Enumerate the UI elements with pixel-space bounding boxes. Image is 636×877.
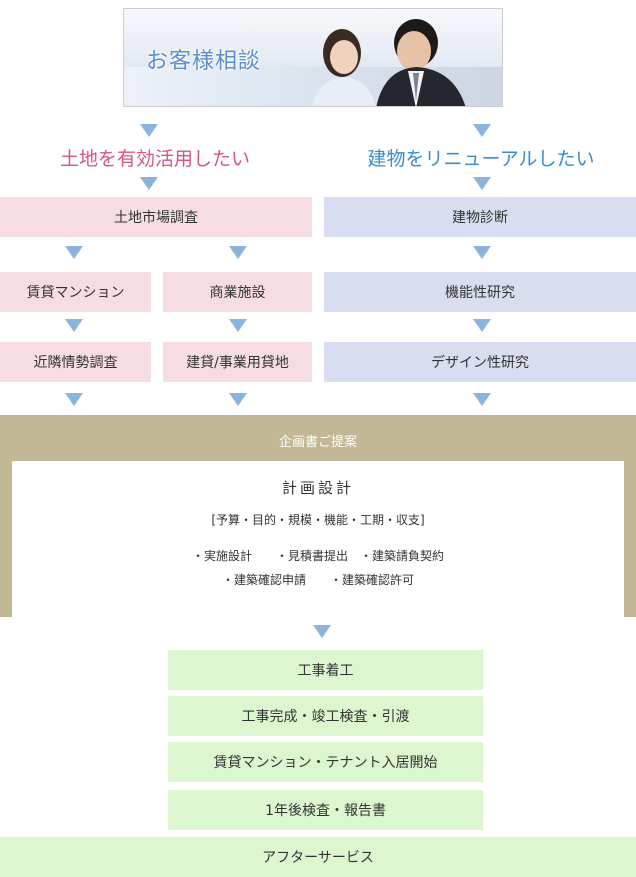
arrow-down-icon xyxy=(473,177,491,190)
arrow-down-icon xyxy=(229,246,247,259)
proposal-panel: 企画書ご提案 計画設計 [予算・目的・規模・機能・工期・収支] ・実施設計 ・見… xyxy=(0,415,636,618)
plan-design-subtitle: [予算・目的・規模・機能・工期・収支] xyxy=(211,513,425,527)
arrow-down-icon xyxy=(313,625,331,638)
plan-design-card: 計画設計 [予算・目的・規模・機能・工期・収支] ・実施設計 ・見積書提出 ・建… xyxy=(12,461,624,618)
arrow-down-icon xyxy=(140,124,158,137)
completion-inspection-box: 工事完成・竣工検査・引渡 xyxy=(168,696,483,736)
arrow-down-icon xyxy=(140,177,158,190)
plan-design-items-line1: ・実施設計 ・見積書提出 ・建築請負契約 xyxy=(191,549,444,563)
arrow-down-icon xyxy=(65,246,83,259)
renewal-heading: 建物をリニューアルしたい xyxy=(367,148,595,170)
construction-start-box: 工事着工 xyxy=(168,650,483,690)
proposal-label: 企画書ご提案 xyxy=(278,435,357,450)
arrow-down-icon xyxy=(473,124,491,137)
lease-land-box: 建貸/事業用貸地 xyxy=(163,342,312,382)
banner-background xyxy=(124,9,502,68)
after-service-box: アフターサービス xyxy=(0,837,636,877)
one-year-inspection-box: 1年後検査・報告書 xyxy=(168,790,483,830)
arrow-down-icon xyxy=(65,393,83,406)
rental-mansion-box: 賃貸マンション xyxy=(0,272,151,312)
arrow-down-icon xyxy=(229,393,247,406)
plan-design-title: 計画設計 xyxy=(281,479,354,497)
land-use-heading: 土地を有効活用したい xyxy=(59,148,250,170)
banner-title: お客様相談 xyxy=(146,49,262,74)
people-photo xyxy=(312,19,466,106)
arrow-down-icon xyxy=(473,246,491,259)
consultation-banner: お客様相談 xyxy=(123,8,503,107)
commercial-facility-box: 商業施設 xyxy=(163,272,312,312)
building-diagnosis-box: 建物診断 xyxy=(324,197,636,237)
arrow-down-icon xyxy=(229,319,247,332)
plan-design-items-line2: ・建築確認申請 ・建築確認許可 xyxy=(221,573,414,587)
arrow-down-icon xyxy=(473,393,491,406)
neighborhood-survey-box: 近隣情勢調査 xyxy=(0,342,151,382)
tenant-move-in-box: 賃貸マンション・テナント入居開始 xyxy=(168,742,483,782)
functionality-research-box: 機能性研究 xyxy=(324,272,636,312)
arrow-down-icon xyxy=(65,319,83,332)
arrow-down-icon xyxy=(473,319,491,332)
design-research-box: デザイン性研究 xyxy=(324,342,636,382)
land-market-survey-box: 土地市場調査 xyxy=(0,197,312,237)
